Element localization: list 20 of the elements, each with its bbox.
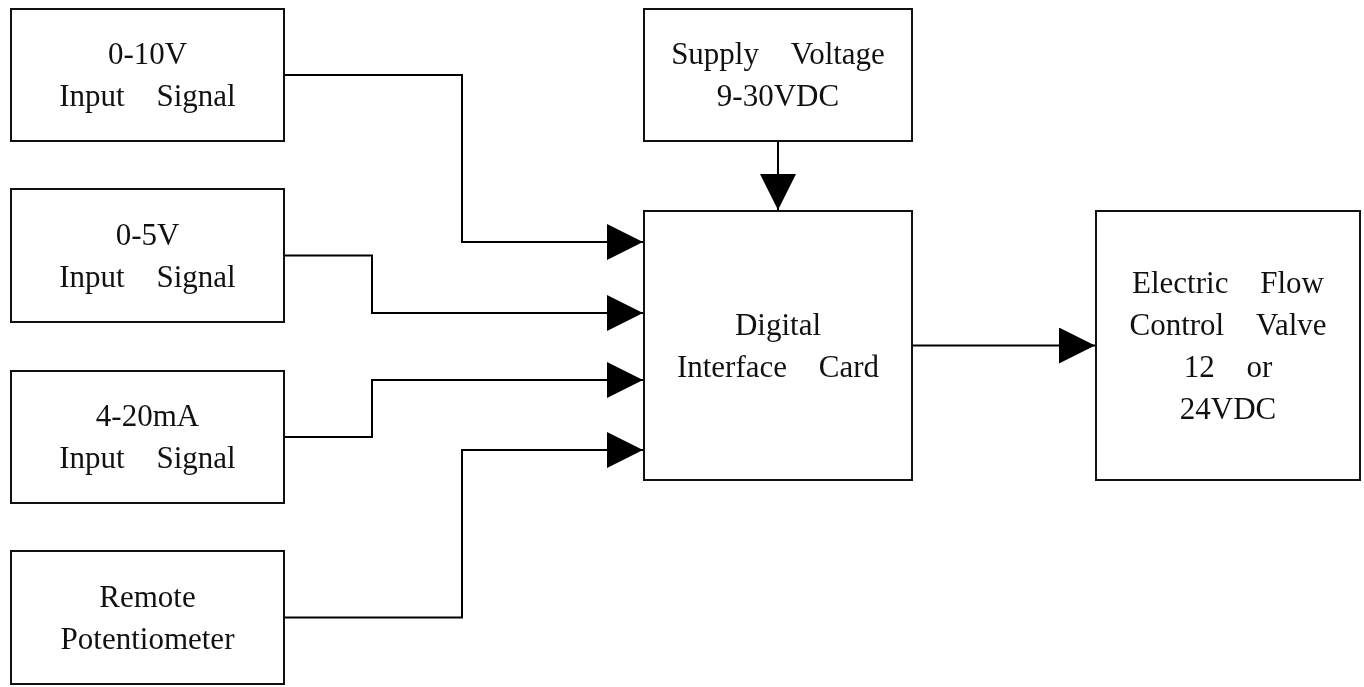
arrow <box>284 74 644 260</box>
block-label: Electric Flow Control Valve 12 or 24VDC <box>1128 263 1328 428</box>
block-box <box>643 8 913 142</box>
arrow <box>284 432 644 619</box>
block-box <box>10 550 285 685</box>
block-label: Remote Potentiometer <box>59 577 236 658</box>
block-box <box>10 188 285 323</box>
arrow <box>760 141 796 211</box>
block-box <box>10 370 285 504</box>
block-box <box>10 8 285 142</box>
block-label: Digital Interface Card <box>675 305 881 386</box>
block-label: 0-5V Input Signal <box>58 215 237 296</box>
arrow <box>284 254 644 331</box>
block-box <box>1095 210 1361 481</box>
block-label: 4-20mA Input Signal <box>58 397 237 477</box>
arrow <box>912 327 1096 364</box>
block-label: Supply Voltage 9-30VDC <box>670 35 886 115</box>
block-box <box>643 210 913 481</box>
block-label: 0-10V Input Signal <box>58 35 237 115</box>
arrow <box>284 362 644 438</box>
